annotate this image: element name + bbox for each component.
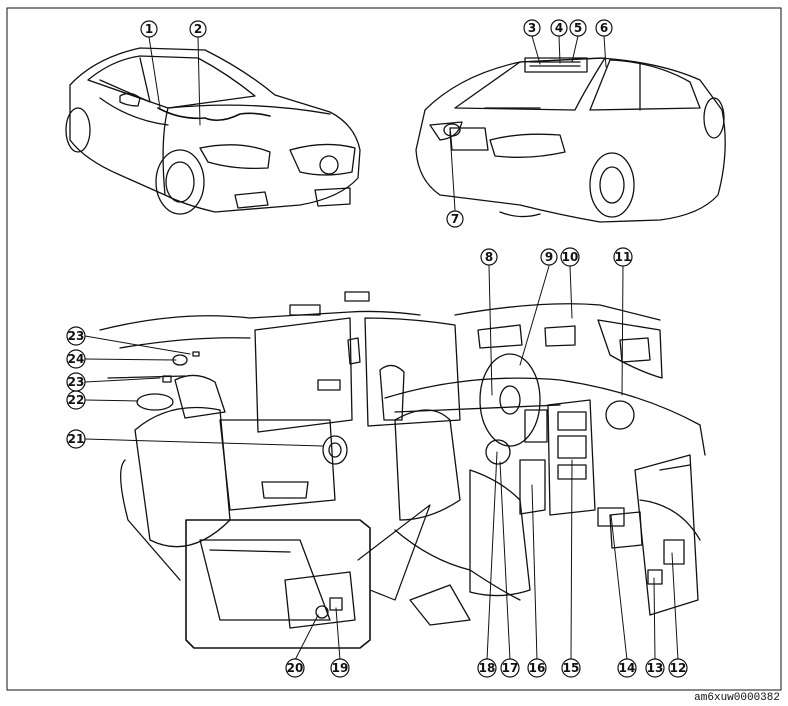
svg-text:23: 23 — [68, 329, 85, 343]
callout-16: 16 — [527, 658, 547, 678]
svg-text:10: 10 — [562, 250, 579, 264]
callout-17: 17 — [500, 658, 520, 678]
callout-18: 18 — [477, 658, 497, 678]
callout-22: 22 — [66, 390, 86, 410]
front-car-illustration — [65, 47, 361, 215]
callout-3: 3 — [523, 19, 541, 37]
svg-text:12: 12 — [670, 661, 687, 675]
callout-8: 8 — [480, 248, 498, 266]
svg-text:1: 1 — [145, 22, 153, 36]
callout-12: 12 — [668, 658, 688, 678]
svg-text:7: 7 — [451, 212, 459, 226]
callout-10: 10 — [560, 247, 580, 267]
svg-text:21: 21 — [68, 432, 85, 446]
callout-7: 7 — [446, 210, 464, 228]
svg-text:15: 15 — [563, 661, 580, 675]
callout-6: 6 — [595, 19, 613, 37]
svg-text:16: 16 — [529, 661, 546, 675]
callout-11: 11 — [613, 247, 633, 267]
callout-23-upper: 23 — [66, 326, 86, 346]
callout-markers: 1 2 3 4 5 6 7 8 9 10 11 12 13 14 15 16 1… — [66, 19, 688, 678]
callout-23-lower: 23 — [66, 372, 86, 392]
callout-2: 2 — [189, 20, 207, 38]
svg-text:23: 23 — [68, 375, 85, 389]
console-detail-inset — [185, 504, 431, 649]
svg-text:13: 13 — [647, 661, 664, 675]
svg-text:5: 5 — [574, 21, 582, 35]
callout-9: 9 — [540, 248, 558, 266]
callout-20: 20 — [285, 658, 305, 678]
callout-21: 21 — [66, 429, 86, 449]
svg-text:18: 18 — [479, 661, 496, 675]
svg-text:3: 3 — [528, 21, 536, 35]
svg-text:22: 22 — [68, 393, 85, 407]
callout-24: 24 — [66, 349, 86, 369]
leader-lines — [84, 35, 679, 661]
callout-19: 19 — [330, 658, 350, 678]
svg-text:24: 24 — [68, 352, 85, 366]
svg-text:19: 19 — [332, 661, 349, 675]
svg-text:2: 2 — [194, 22, 202, 36]
callout-5: 5 — [569, 19, 587, 37]
svg-text:20: 20 — [287, 661, 304, 675]
svg-text:6: 6 — [600, 21, 608, 35]
svg-text:4: 4 — [555, 21, 563, 35]
svg-text:11: 11 — [615, 250, 632, 264]
svg-text:8: 8 — [485, 250, 493, 264]
svg-text:9: 9 — [545, 250, 553, 264]
callout-15: 15 — [561, 658, 581, 678]
reference-code: am6xuw0000382 — [694, 692, 780, 704]
callout-1: 1 — [140, 20, 158, 38]
svg-text:17: 17 — [502, 661, 519, 675]
callout-4: 4 — [550, 19, 568, 37]
callout-14: 14 — [617, 658, 637, 678]
svg-text:14: 14 — [619, 661, 636, 675]
callout-13: 13 — [645, 658, 665, 678]
rear-car-illustration — [415, 57, 726, 223]
interior-illustration — [99, 291, 706, 626]
